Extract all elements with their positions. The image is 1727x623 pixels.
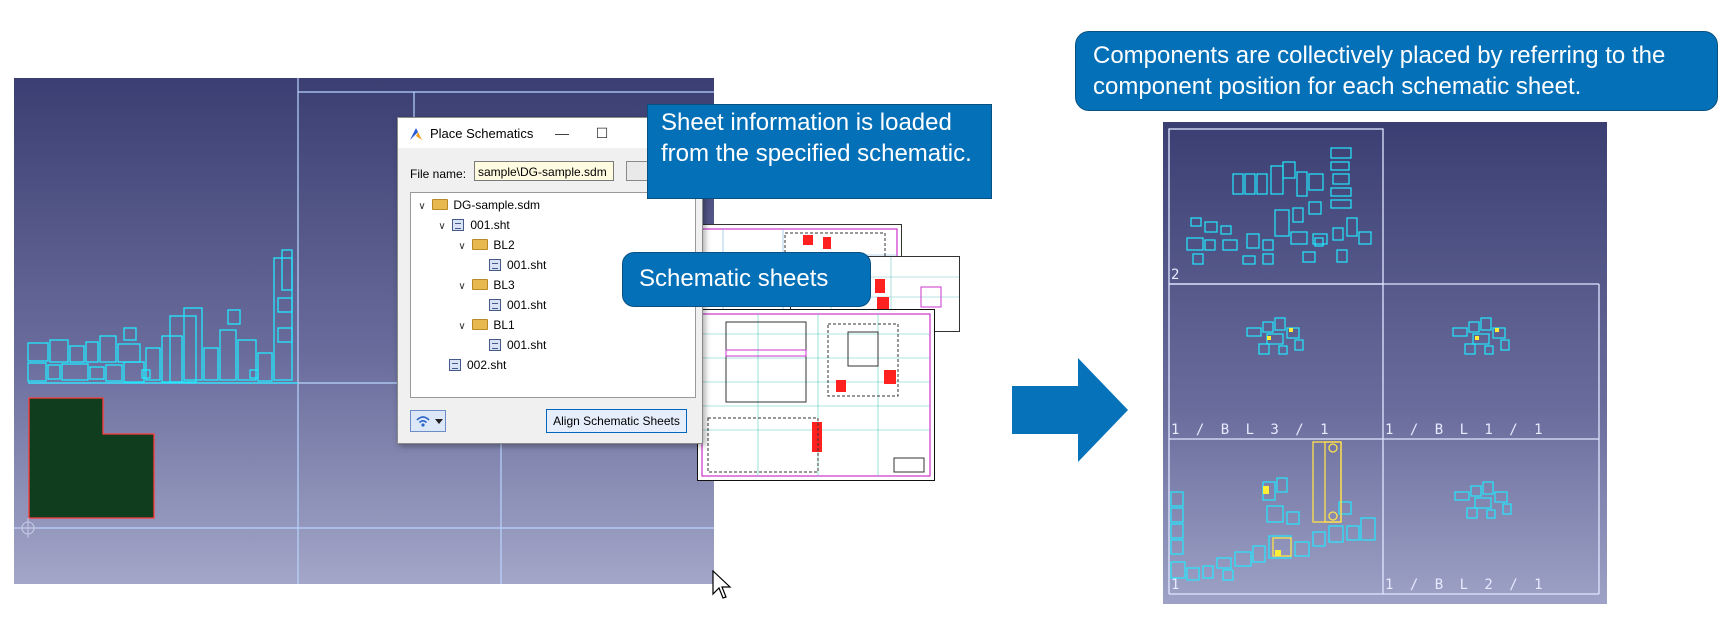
chevron-down-icon[interactable]: ∨ [418,201,426,212]
schematic-sheet-thumbnail-front [697,309,935,481]
component-cluster-sheet-bl3 [1246,317,1304,355]
sheet-icon [449,359,461,371]
pcb-canvas-drawing [14,78,714,584]
file-name-label: File name: [410,167,467,181]
tree-node-label: DG-sample.sdm [453,198,541,212]
sheet-icon [489,259,501,271]
dialog-title: Place Schematics [430,126,534,141]
tree-node-folder[interactable]: ∨ BL2 [455,235,515,255]
callout-schematic-sheets: Schematic sheets [622,252,871,307]
tree-node-label: 001.sht [507,298,547,312]
tree-node-label: 001.sht [507,338,547,352]
folder-icon [472,319,489,330]
callout-sheet-info: Sheet information is loaded from the spe… [647,104,992,199]
folder-icon [472,239,489,250]
component-cluster-sheet-1 [1170,477,1376,581]
tree-node-folder[interactable]: ∨ BL3 [455,275,515,295]
tree-node-label: BL1 [493,318,515,332]
chevron-down-icon[interactable]: ∨ [458,241,466,252]
tree-node-sheet[interactable]: 001.sht [489,295,546,315]
sheet-icon [452,219,465,231]
maximize-button[interactable]: ☐ [595,125,609,141]
sheet-icon [489,299,501,311]
connector-footprint [1272,441,1342,557]
file-name-input[interactable]: sample\DG-sample.sdm [474,161,614,181]
place-schematics-app-icon [410,128,422,140]
copper-pour-area [28,397,155,519]
tree-node-root[interactable]: ∨ DG-sample.sdm [415,195,540,215]
chevron-down-icon [435,419,443,424]
callout-components-placement: Components are collectively placed by re… [1075,31,1718,111]
tree-node-sheet[interactable]: 001.sht [489,335,546,355]
pcb-canvas-right[interactable]: 2 1 / B L 3 / 1 1 / B L 1 / 1 1 1 / B L … [1163,122,1607,604]
sheet-icon [489,339,501,351]
sheet-label-2: 2 [1171,267,1184,283]
folder-icon [432,199,449,210]
tree-node-label: BL3 [493,278,515,292]
sheet-label-bl3: 1 / B L 3 / 1 [1171,422,1333,438]
component-cluster-sheet-bl2 [1454,481,1512,519]
sheet-label-1: 1 [1171,577,1184,593]
tree-node-label: 001.sht [507,258,547,272]
tree-node-label: BL2 [493,238,515,252]
sheet-label-bl1: 1 / B L 1 / 1 [1385,422,1547,438]
wireless-icon [416,416,430,427]
chevron-down-icon[interactable]: ∨ [438,221,446,232]
wireless-dropdown-button[interactable] [410,410,446,432]
minimize-button[interactable]: — [555,125,569,141]
tree-node-sheet[interactable]: ∨ 001.sht [435,215,510,235]
tree-node-label: 001.sht [470,218,510,232]
chevron-down-icon[interactable]: ∨ [458,321,466,332]
mouse-cursor-icon [712,570,732,599]
origin-marker-icon [18,518,38,538]
component-cluster-sheet-2 [1186,147,1372,265]
align-schematic-sheets-button[interactable]: Align Schematic Sheets [546,409,687,433]
pcb-sheet-grid [1168,128,1600,595]
component-cluster-left [27,249,298,384]
tree-node-sheet[interactable]: 001.sht [489,255,546,275]
tree-node-sheet[interactable]: 002.sht [449,355,506,375]
component-cluster-sheet-bl1 [1452,317,1510,355]
right-arrow-icon [1012,358,1128,462]
folder-icon [472,279,489,290]
tree-node-folder[interactable]: ∨ BL1 [455,315,515,335]
chevron-down-icon[interactable]: ∨ [458,281,466,292]
sheet-label-bl2: 1 / B L 2 / 1 [1385,577,1547,593]
browse-button[interactable] [626,161,648,181]
tree-node-label: 002.sht [467,358,507,372]
